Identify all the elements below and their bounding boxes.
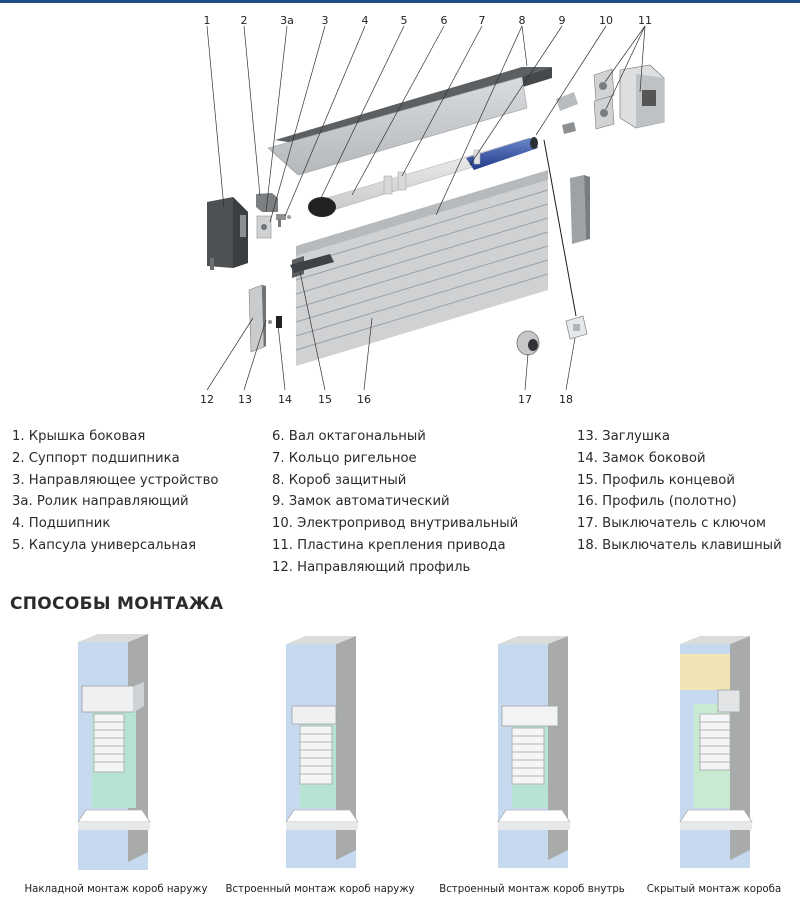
callout-1: 1 xyxy=(204,14,211,27)
switch-parts xyxy=(516,315,588,356)
legend-item: 7. Кольцо ригельное xyxy=(272,450,417,466)
legend-item: 8. Короб защитный xyxy=(272,472,407,488)
legend-item: 13. Заглушка xyxy=(577,429,670,444)
legend-item: 17. Выключатель с ключом xyxy=(577,516,766,532)
callout-9: 9 xyxy=(559,14,566,27)
callout-3a: 3а xyxy=(280,14,294,27)
callout-11: 11 xyxy=(638,14,652,27)
callout-5: 5 xyxy=(401,14,408,27)
callout-2: 2 xyxy=(241,14,248,27)
callout-7: 7 xyxy=(479,14,486,27)
legend-item: 4. Подшипник xyxy=(12,516,111,532)
mounting-plate-parts xyxy=(556,64,665,134)
legend-item: 2. Суппорт подшипника xyxy=(12,450,180,466)
side-cover-part xyxy=(207,197,248,270)
exploded-diagram: 1 2 3а 3 4 5 6 7 8 9 10 11 12 13 14 15 1… xyxy=(200,14,665,406)
mounting-caption: Встроенный монтаж короб внутрь xyxy=(439,884,625,895)
callout-14: 14 xyxy=(278,393,292,406)
callout-12: 12 xyxy=(200,393,214,406)
mounting-built-in-box-inside: Встроенный монтаж короб внутрь xyxy=(432,630,632,913)
legend-item: 10. Электропривод внутривальный xyxy=(272,516,519,532)
legend-item: 12. Направляющий профиль xyxy=(272,559,471,575)
legend-item: 18. Выключатель клавишный xyxy=(577,537,782,553)
protective-cover-part xyxy=(267,67,552,176)
mounting-illustration xyxy=(679,636,753,868)
legend-column-2: 6. Вал октагональный 7. Кольцо ригельное… xyxy=(272,426,518,579)
legend-item: 14. Замок боковой xyxy=(577,450,706,466)
mounting-hidden-box: Скрытый монтаж короба xyxy=(614,630,800,913)
shutter-curtain xyxy=(290,170,549,366)
callout-4: 4 xyxy=(362,14,369,27)
mounting-overlay-box-outside: Накладной монтаж короб наружу xyxy=(16,630,216,913)
callout-3: 3 xyxy=(322,14,329,27)
callout-8: 8 xyxy=(519,14,526,27)
mounting-illustration xyxy=(285,636,359,868)
shaft-assembly xyxy=(308,137,577,317)
leader-lines xyxy=(206,25,646,391)
mounting-illustration xyxy=(77,634,151,870)
callout-16: 16 xyxy=(357,393,371,406)
legend-item: 11. Пластина крепления привода xyxy=(272,537,506,553)
callout-6: 6 xyxy=(441,14,448,27)
guide-profile-left xyxy=(248,284,282,353)
mounting-illustration xyxy=(497,636,571,868)
bearing-support-parts xyxy=(256,193,291,239)
section-title-mounting: СПОСОБЫ МОНТАЖА xyxy=(10,594,224,614)
mounting-caption: Скрытый монтаж короба xyxy=(646,884,782,895)
legend-item: 3. Направляющее устройство xyxy=(12,472,219,488)
mounting-built-in-box-outside: Встроенный монтаж короб наружу xyxy=(220,630,420,913)
callout-13: 13 xyxy=(238,393,252,406)
mounting-caption: Накладной монтаж короб наружу xyxy=(24,884,208,895)
legend-column-3: 13. Заглушка 14. Замок боковой 15. Профи… xyxy=(577,426,782,557)
legend-item: 3а. Ролик направляющий xyxy=(12,494,189,510)
mounting-caption: Встроенный монтаж короб наружу xyxy=(225,884,415,895)
top-accent-line xyxy=(0,0,800,3)
legend-item: 1. Крышка боковая xyxy=(12,429,146,444)
legend-item: 16. Профиль (полотно) xyxy=(577,494,737,510)
legend-item: 9. Замок автоматический xyxy=(272,494,450,510)
callout-10: 10 xyxy=(599,14,613,27)
legend-item: 5. Капсула универсальная xyxy=(12,537,197,553)
callout-15: 15 xyxy=(318,393,332,406)
guide-profile-right xyxy=(570,175,590,244)
legend-item: 6. Вал октагональный xyxy=(272,429,426,444)
legend-column-1: 1. Крышка боковая 2. Суппорт подшипника … xyxy=(12,426,218,557)
callout-17: 17 xyxy=(518,393,532,406)
callout-18: 18 xyxy=(559,393,573,406)
legend-item: 15. Профиль концевой xyxy=(577,472,735,488)
